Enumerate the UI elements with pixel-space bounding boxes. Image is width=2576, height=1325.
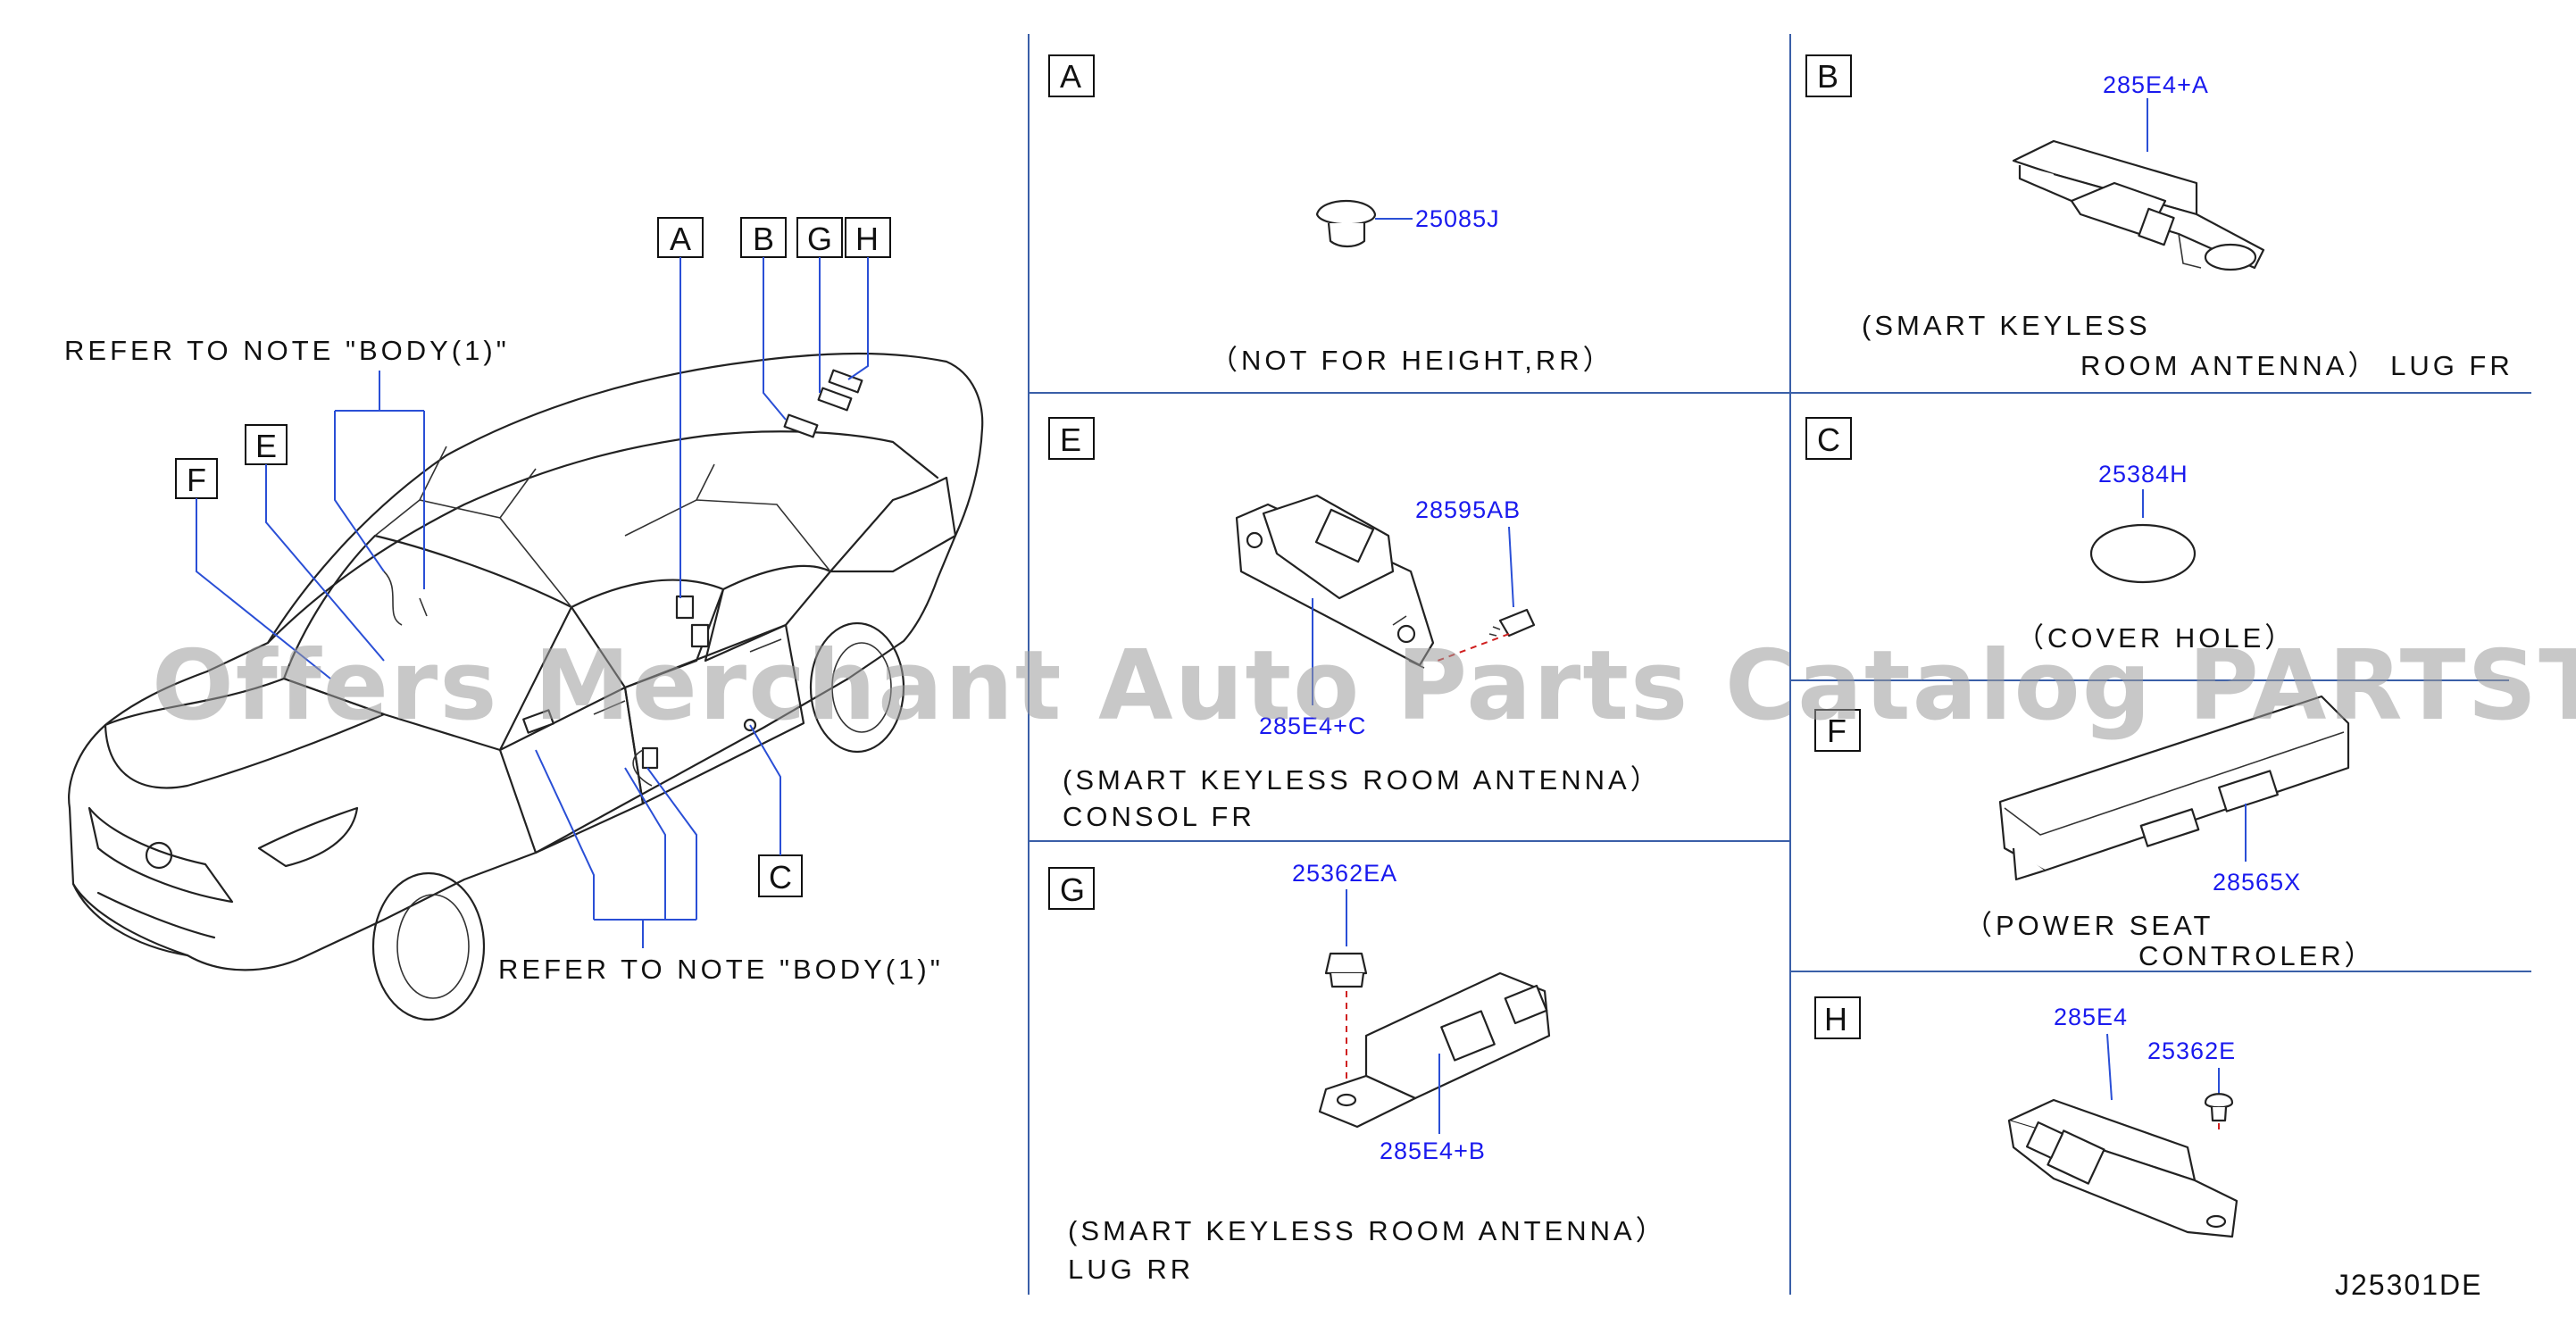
panel-g: G 25362EA 285E4+B (SMART KEYLESS ROOM AN… bbox=[1048, 860, 1667, 1285]
callout-c: C bbox=[769, 859, 792, 896]
part-number-285e4: 285E4 bbox=[2054, 1004, 2128, 1030]
panel-dividers bbox=[1028, 34, 2531, 1295]
callout-a: A bbox=[670, 221, 691, 257]
screw-28595ab bbox=[1488, 608, 1536, 638]
panel-f-caption-2: CONTROLER） bbox=[2138, 940, 2376, 971]
part-number-28565x: 28565X bbox=[2213, 869, 2301, 896]
panel-c: C 25384H （COVER HOLE） bbox=[1805, 417, 2296, 654]
callout-f: F bbox=[187, 462, 206, 498]
panel-b-caption-2: ROOM ANTENNA） LUG FR bbox=[2080, 350, 2513, 381]
panel-c-caption: （COVER HOLE） bbox=[2016, 622, 2296, 654]
rear-side-window bbox=[704, 564, 832, 662]
part-number-25085j: 25085J bbox=[1415, 205, 1500, 232]
part-number-25362ea: 25362EA bbox=[1292, 860, 1397, 887]
panel-f: F 28565X （POWER SEAT CONTROLER） bbox=[1814, 695, 2376, 971]
antenna-console-fr bbox=[1235, 494, 1435, 669]
windshield bbox=[282, 534, 573, 752]
power-seat-controller bbox=[1998, 695, 2350, 881]
panel-b-letter: B bbox=[1817, 58, 1838, 95]
panel-g-caption-2: LUG RR bbox=[1068, 1254, 1194, 1285]
note-bottom-label: REFER TO NOTE "BODY(1)" bbox=[498, 954, 944, 985]
diagram-code: J25301DE bbox=[2335, 1269, 2482, 1301]
car-body-outline bbox=[68, 352, 984, 971]
door-handles bbox=[593, 638, 782, 715]
panel-h-letter: H bbox=[1824, 1001, 1847, 1038]
front-bumper bbox=[71, 882, 216, 957]
callout-b: B bbox=[753, 221, 774, 257]
rear-window bbox=[829, 476, 957, 573]
roof-line bbox=[266, 430, 939, 645]
panel-a-letter: A bbox=[1060, 58, 1081, 95]
rear-wheel-hub bbox=[831, 642, 892, 733]
part-number-285e4-a: 285E4+A bbox=[2103, 71, 2209, 98]
emblem bbox=[145, 841, 173, 870]
interior-lines bbox=[374, 446, 831, 608]
antenna-lug-rr bbox=[1318, 971, 1551, 1129]
note-top-label: REFER TO NOTE "BODY(1)" bbox=[64, 335, 510, 366]
part-number-285e4-b: 285E4+B bbox=[1380, 1138, 1486, 1164]
callout-g: G bbox=[807, 221, 832, 257]
panel-e-letter: E bbox=[1060, 421, 1081, 458]
front-wheel bbox=[371, 871, 486, 1021]
panel-e: E 28595AB 285E4+C (SMART KEYLESS ROOM AN… bbox=[1048, 417, 1662, 832]
callout-e: E bbox=[255, 428, 277, 464]
overview-callouts: REFER TO NOTE "BODY(1)" A B G H E F C RE… bbox=[64, 217, 944, 985]
front-wheel-hub bbox=[396, 894, 470, 999]
grille bbox=[88, 806, 234, 904]
headlight bbox=[257, 806, 359, 868]
rear-door bbox=[623, 623, 805, 805]
part-number-28595ab: 28595AB bbox=[1415, 496, 1521, 523]
callout-h: H bbox=[855, 221, 879, 257]
panel-f-letter: F bbox=[1827, 712, 1847, 749]
panel-b-caption-1: (SMART KEYLESS bbox=[1862, 310, 2151, 341]
rear-wheel bbox=[809, 621, 905, 754]
car-overview bbox=[68, 352, 984, 1021]
panel-b: B 285E4+A (SMART KEYLESS ROOM ANTENNA） L… bbox=[1805, 54, 2513, 381]
antenna-lug-fr bbox=[2012, 139, 2265, 271]
panel-e-caption-2: CONSOL FR bbox=[1063, 801, 1255, 832]
clip-25085j bbox=[1315, 199, 1377, 248]
panel-a: A 25085J （NOT FOR HEIGHT,RR） bbox=[1048, 54, 1614, 376]
panel-f-caption-1: （POWER SEAT bbox=[1964, 910, 2213, 941]
hood bbox=[104, 677, 386, 789]
panel-h: H 285E4 25362E bbox=[1814, 996, 2238, 1238]
panel-g-caption-1: (SMART KEYLESS ROOM ANTENNA） bbox=[1068, 1215, 1667, 1246]
part-number-25362e: 25362E bbox=[2147, 1038, 2236, 1064]
panel-a-caption: （NOT FOR HEIGHT,RR） bbox=[1210, 345, 1614, 376]
panel-g-letter: G bbox=[1060, 871, 1085, 908]
part-number-25384h: 25384H bbox=[2098, 461, 2188, 488]
car-component-markers bbox=[383, 369, 863, 787]
clip-25362e bbox=[2204, 1093, 2234, 1122]
part-number-285e4-c: 285E4+C bbox=[1259, 712, 1366, 739]
watermark: Offers Merchant Auto Parts Catalog PARTS… bbox=[152, 630, 2576, 742]
antenna-h bbox=[2007, 1098, 2238, 1238]
panel-e-caption-1: (SMART KEYLESS ROOM ANTENNA） bbox=[1063, 764, 1662, 796]
cover-hole-plug bbox=[2089, 523, 2197, 584]
clip-25362ea bbox=[1324, 952, 1368, 988]
panel-c-letter: C bbox=[1817, 421, 1840, 458]
